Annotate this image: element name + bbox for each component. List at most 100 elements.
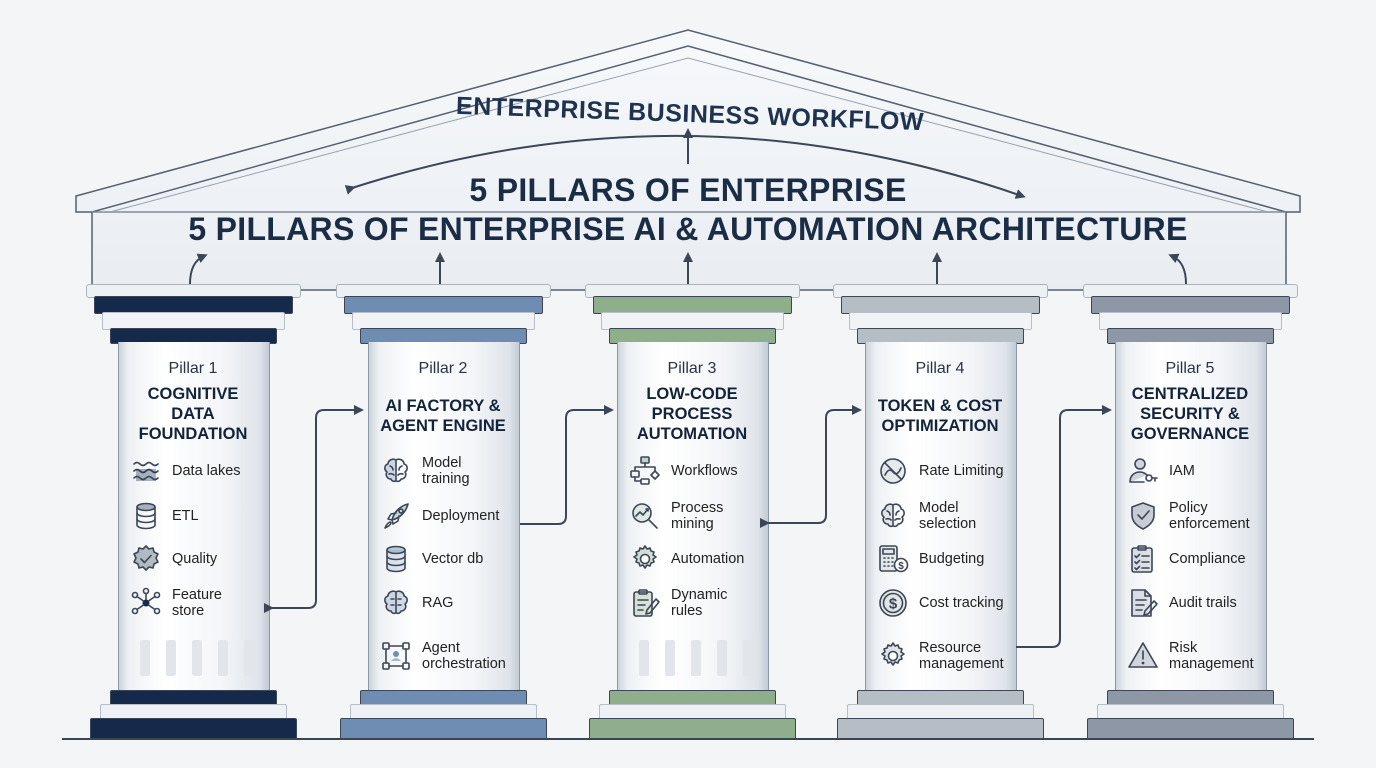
clipboard-pencil-icon <box>633 589 660 617</box>
pillar-item-label-line: Process <box>671 500 724 516</box>
pillar-item: Workflows <box>629 454 799 488</box>
pillar-item-label-line: selection <box>919 516 977 532</box>
pillar-item-label-line: Model <box>919 500 959 516</box>
pillar-item-label: IAM <box>1169 454 1195 488</box>
pillar-item: ETL <box>130 499 300 533</box>
pillar-item-label: Compliance <box>1169 542 1246 576</box>
agent-network-icon <box>382 642 410 670</box>
pillar-title-line: OPTIMIZATION <box>881 417 999 435</box>
pillar-item-label-line: Automation <box>671 551 745 567</box>
pillar-number: Pillar 3 <box>667 360 717 377</box>
pillar-item-label: Quality <box>172 542 217 576</box>
svg-text:$: $ <box>889 596 898 613</box>
brain-icon <box>881 503 905 528</box>
ground-line <box>62 738 1314 740</box>
pillar-flutes <box>140 640 254 676</box>
pillar-item: IAM <box>1127 454 1297 488</box>
pillar-item-label-line: rules <box>671 603 703 619</box>
pillar-item-label-line: Risk <box>1169 640 1198 656</box>
pillar5-up-arrow <box>1168 253 1187 285</box>
page-title-line-2: 5 PILLARS OF ENTERPRISE AI & AUTOMATION … <box>188 211 1188 247</box>
pillar-item: $ Cost tracking <box>877 586 1047 620</box>
flowchart-icon <box>630 456 660 485</box>
pillar1-up-arrow <box>189 253 208 285</box>
document-pen-icon <box>1131 589 1158 617</box>
pillar-shaft <box>617 342 769 694</box>
brain-icon <box>384 458 408 483</box>
pillar-base-plinth <box>837 718 1044 740</box>
pillar-item-label-line: Workflows <box>671 463 738 479</box>
pillar-shaft <box>865 342 1017 694</box>
pillar-item-label-line: Audit trails <box>1169 595 1237 611</box>
gear-icon <box>633 545 657 569</box>
pillar-item-label-line: IAM <box>1169 463 1195 479</box>
pillar-item: Rate Limiting <box>877 454 1047 488</box>
pillar-item-label-line: Rate Limiting <box>919 463 1004 479</box>
pillar-title-line: COGNITIVE <box>147 385 239 403</box>
pillar-title-line: TOKEN & COST <box>877 397 1003 415</box>
rocket-icon <box>384 503 409 529</box>
pillar-item-label-line: Compliance <box>1169 551 1246 567</box>
pillar-title-line: AUTOMATION <box>636 425 748 443</box>
pillar-title-line: AI FACTORY & <box>385 397 501 415</box>
calculator-coin-icon: $ <box>879 545 909 573</box>
pillar-item: $ Budgeting <box>877 542 1047 576</box>
warning-triangle-icon <box>1128 642 1158 668</box>
user-key-icon <box>1129 458 1158 483</box>
pillar-item-label-line: mining <box>671 516 714 532</box>
pillar-item-label-line: orchestration <box>422 656 506 672</box>
pillar-title: TOKEN & COST OPTIMIZATION <box>865 396 1015 436</box>
pillar-item-label-line: Resource <box>919 640 982 656</box>
database-icon <box>386 545 406 573</box>
pillar-item-label: Budgeting <box>919 542 984 576</box>
pillar-item-label: Workflows <box>671 454 738 488</box>
pillar-item-label-line: Model <box>422 455 462 471</box>
pillar-item-label-line: Deployment <box>422 508 500 524</box>
pillar-flutes <box>639 640 753 676</box>
network-nodes-icon <box>131 587 161 615</box>
pillar-item: Vector db <box>380 542 550 576</box>
checklist-icon <box>1131 545 1153 573</box>
shield-check-icon <box>1131 502 1155 530</box>
pillar-item-label-line: Dynamic <box>671 587 728 603</box>
pillar-item-label: Deployment <box>422 499 499 533</box>
pillar-base-plinth <box>1087 718 1294 740</box>
pillar-item: Data lakes <box>130 454 300 488</box>
svg-text:$: $ <box>898 561 904 572</box>
pillar-item-label-line: Feature <box>172 587 222 603</box>
pillar-item-label: Rate Limiting <box>919 454 1004 488</box>
pillar-item-label-line: management <box>919 656 1004 672</box>
pillar-item-label-line: Agent <box>422 640 460 656</box>
pillar-item-label-line: Vector db <box>422 551 484 567</box>
pillar-title-line: AGENT ENGINE <box>380 417 506 435</box>
rate-limit-icon <box>880 458 906 484</box>
pillar-item-label-line: Cost tracking <box>919 595 1004 611</box>
pillar-title-line: CENTRALIZED <box>1131 385 1249 403</box>
pillar-title-line: PROCESS <box>651 405 733 423</box>
pillar-item: Deployment <box>380 499 550 533</box>
brain-circuit-icon <box>384 590 408 615</box>
dollar-coin-icon: $ <box>879 589 907 617</box>
pillar-title-line: SECURITY & <box>1140 405 1240 423</box>
pillar-base-plinth <box>340 718 547 740</box>
pillar-item-label-line: store <box>172 603 205 619</box>
